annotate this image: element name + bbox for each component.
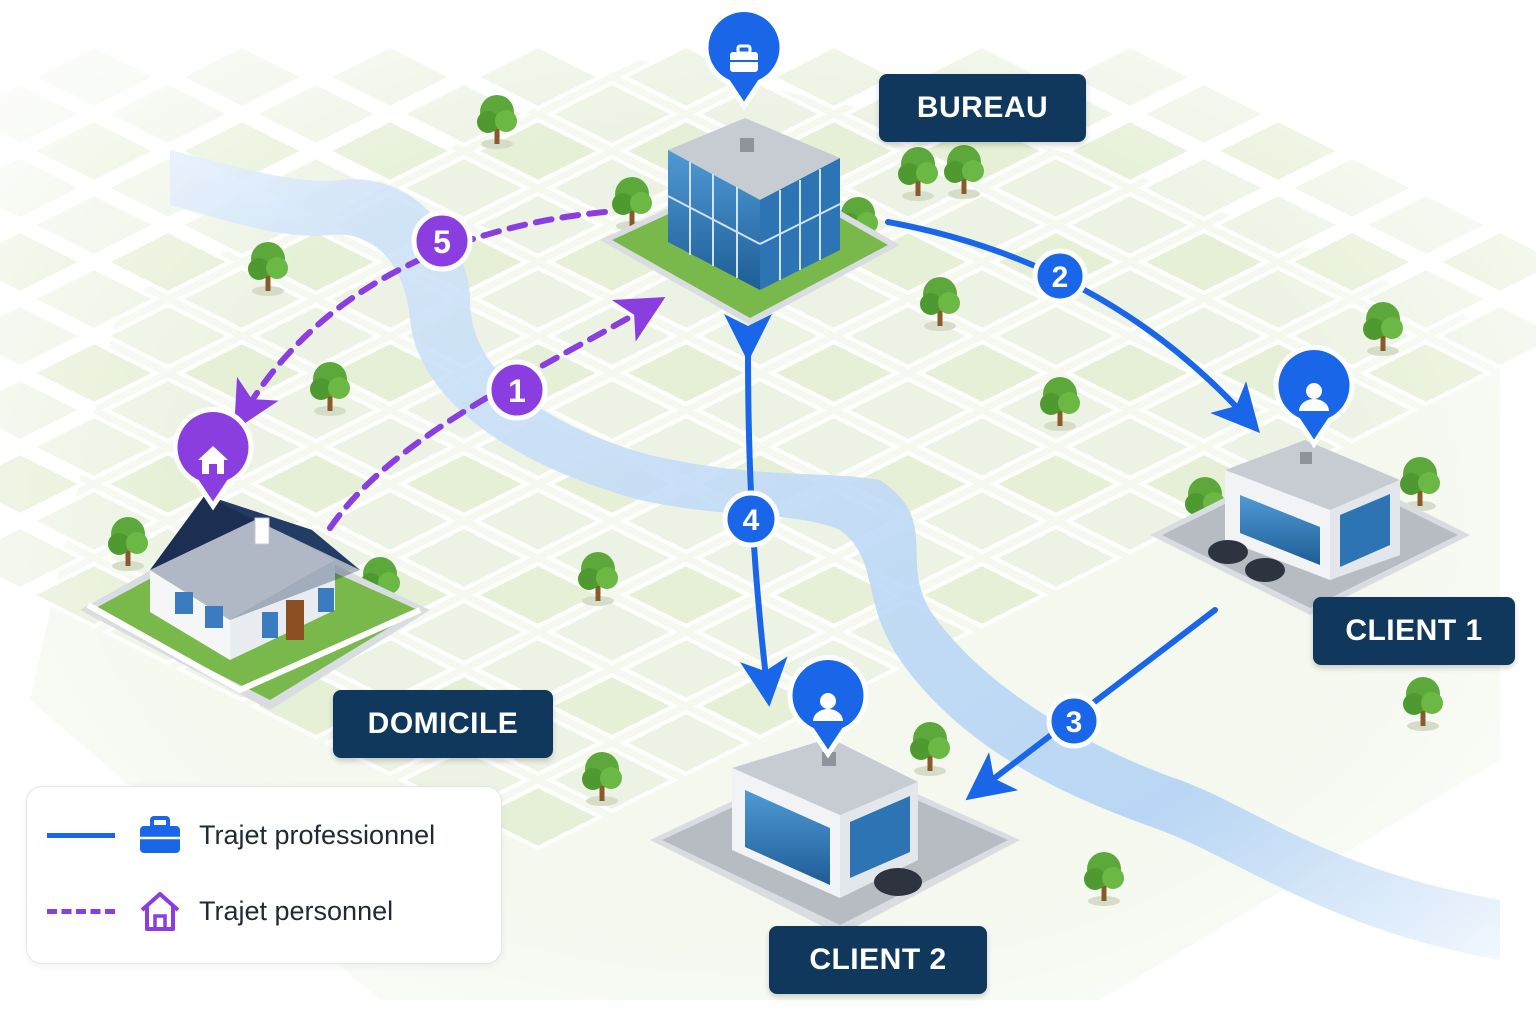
- trees: [108, 95, 1443, 906]
- svg-text:3: 3: [1066, 706, 1083, 739]
- domicile-label: DOMICILE: [333, 690, 553, 758]
- svg-text:4: 4: [743, 504, 760, 537]
- tree: [920, 277, 960, 331]
- client2-building: [650, 738, 1020, 935]
- bureau-label: BUREAU: [879, 74, 1086, 142]
- user-icon: [813, 693, 843, 721]
- svg-text:1: 1: [508, 373, 526, 409]
- tree: [1363, 302, 1403, 356]
- client2-pin: [787, 655, 869, 759]
- user-icon: [1299, 383, 1329, 411]
- tree: [944, 145, 984, 199]
- tree: [1403, 677, 1443, 731]
- home-icon: [198, 446, 228, 474]
- tree: [477, 95, 517, 149]
- legend: Trajet professionnel Trajet personnel: [26, 786, 502, 964]
- client2-label: CLIENT 2: [769, 926, 987, 994]
- step-badge-4: 4: [722, 490, 780, 548]
- step-badge-3: 3: [1046, 693, 1102, 749]
- domicile-pin: [172, 407, 254, 511]
- tree: [1084, 852, 1124, 906]
- client1-building: [1150, 440, 1470, 615]
- tree: [248, 242, 288, 296]
- legend-dashed-line: [47, 908, 115, 914]
- legend-personal-label: Trajet personnel: [199, 895, 394, 926]
- bureau-building: [600, 118, 900, 325]
- route-1-line: [327, 297, 666, 531]
- legend-solid-line: [47, 832, 115, 838]
- domicile-building: [80, 495, 430, 710]
- client1-label: CLIENT 1: [1313, 597, 1515, 665]
- tree: [582, 752, 622, 806]
- step-badge-1: 1: [486, 359, 548, 421]
- tree: [310, 362, 350, 416]
- tree: [612, 177, 652, 231]
- tree: [910, 722, 950, 776]
- step-badge-2: 2: [1032, 248, 1088, 304]
- route-2-line: [885, 219, 1260, 433]
- route-3-line: [965, 607, 1218, 801]
- legend-row-personal: Trajet personnel: [47, 889, 393, 933]
- route-5-line: [234, 209, 608, 431]
- tree: [1040, 377, 1080, 431]
- bureau-pin: [703, 7, 785, 111]
- legend-professional-label: Trajet professionnel: [199, 819, 436, 850]
- svg-text:5: 5: [433, 224, 451, 260]
- home-icon: [140, 892, 180, 931]
- briefcase-icon: [730, 44, 758, 72]
- legend-row-professional: Trajet professionnel: [47, 813, 435, 857]
- svg-text:2: 2: [1052, 261, 1069, 294]
- tree: [898, 147, 938, 201]
- client1-pin: [1273, 345, 1355, 449]
- tree: [108, 517, 148, 571]
- tree: [578, 552, 618, 606]
- briefcase-icon: [140, 816, 180, 853]
- step-badge-5: 5: [411, 210, 473, 272]
